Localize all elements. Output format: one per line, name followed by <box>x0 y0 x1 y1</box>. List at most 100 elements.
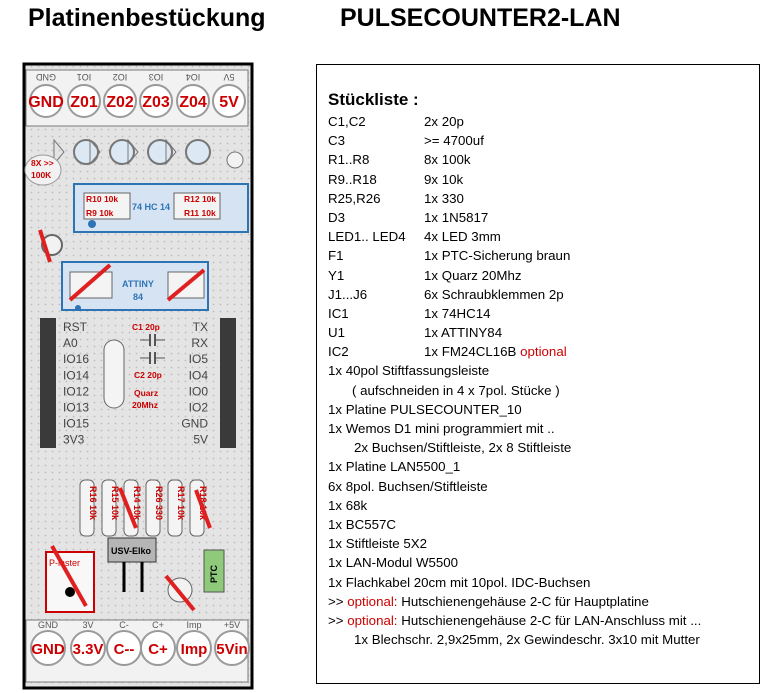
bottom-terminal-label: GND <box>31 641 65 658</box>
wemos-right-pin: IO5 <box>189 352 209 366</box>
parts-list-line: ( aufschneiden in 4 x 7pol. Stücke ) <box>328 381 758 400</box>
diagram-title-right: PULSECOUNTER2-LAN <box>340 4 621 32</box>
bottom-pin-label: 3V <box>82 620 93 630</box>
top-terminal-screw <box>139 84 173 118</box>
parts-list-row: C1,C2 2x 20p <box>328 112 758 131</box>
bottom-resistor-label: R14 10k <box>132 486 142 521</box>
part-reference: J1...J6 <box>328 286 368 302</box>
part-description: 9x 10k <box>424 170 463 189</box>
optional-prefix: >> <box>328 612 344 628</box>
parts-list-line: 1x Wemos D1 mini programmiert mit .. <box>328 419 758 438</box>
ic1-label: 74 HC 14 <box>132 202 170 212</box>
parts-list-line-text: ( aufschneiden in 4 x 7pol. Stücke ) <box>352 382 560 398</box>
optional-line-content: >> optional: Hutschienengehäuse 2-C für … <box>328 592 649 611</box>
resistor-network-note <box>24 154 62 186</box>
bottom-terminal-screw <box>70 630 106 666</box>
capacitor-c1 <box>140 334 165 346</box>
part-description: 1x PTC-Sicherung braun <box>424 246 570 265</box>
parts-list-row: C3 >= 4700uf <box>328 131 758 150</box>
parts-list-line-text: 1x LAN-Modul W5500 <box>328 555 459 571</box>
parts-list-row: D3 1x 1N5817 <box>328 208 758 227</box>
parts-list-line: 1x Platine PULSECOUNTER_10 <box>328 400 758 419</box>
top-terminal-screw <box>29 84 63 118</box>
parts-list-line-text: 6x 8pol. Buchsen/Stiftleiste <box>328 478 488 494</box>
part-description: 2x 20p <box>424 112 464 131</box>
wemos-right-header <box>220 318 236 448</box>
part-reference: U1 <box>328 325 345 341</box>
part-description-text: 1x 74HC14 <box>424 305 491 321</box>
bottom-resistor-label: R17 10k <box>176 486 186 521</box>
optional-marker: optional: <box>347 612 398 628</box>
top-pin-label: GND <box>36 72 57 82</box>
top-terminal-label: Z03 <box>142 94 170 111</box>
bottom-terminal-label: C+ <box>148 641 168 658</box>
part-reference: R9..R18 <box>328 171 377 187</box>
quartz-label-1: Quarz <box>134 388 158 398</box>
bottom-resistor-label: R15 10k <box>110 486 120 521</box>
led-symbol <box>53 138 65 166</box>
wemos-left-pin: IO13 <box>63 401 89 415</box>
bottom-terminal-screw <box>140 630 176 666</box>
wemos-right-pin: IO0 <box>189 384 209 398</box>
part-description: 1x 330 <box>424 189 464 208</box>
led-row <box>53 138 244 169</box>
wemos-left-pin: IO15 <box>63 417 89 431</box>
part-description: 1x 1N5817 <box>424 208 488 227</box>
top-pin-label: 5V <box>223 72 234 82</box>
c1-label: C1 20p <box>132 322 160 332</box>
optional-line: >> optional: Hutschienengehäuse 2-C für … <box>328 611 758 630</box>
bottom-resistor-body <box>167 479 183 537</box>
wemos-left-pin: 3V3 <box>63 433 85 447</box>
parts-list-line: 1x Platine LAN5500_1 <box>328 457 758 476</box>
bottom-terminal-screw <box>176 630 212 666</box>
ptc-fuse <box>203 549 225 593</box>
bottom-pin-label: GND <box>38 620 59 630</box>
led <box>73 139 99 165</box>
part-reference: F1 <box>328 248 344 264</box>
wemos-left-pin: RST <box>63 320 88 334</box>
part-description-text: 8x 100k <box>424 152 471 168</box>
top-terminal-label: Z02 <box>106 94 134 111</box>
bottom-pin-label: C- <box>119 620 129 630</box>
r11-label: R11 10k <box>184 208 216 218</box>
capacitor-c2 <box>140 352 165 364</box>
part-reference: D3 <box>328 209 345 225</box>
parts-list-line: 1x BC557C <box>328 515 758 534</box>
part-reference: C1,C2 <box>328 114 366 129</box>
parts-list-line: 1x 68k <box>328 496 758 515</box>
bottom-resistor-label: R16 10k <box>88 486 98 521</box>
piezo-label: P-laster <box>49 558 80 568</box>
bottom-resistor-body <box>101 479 117 537</box>
part-description: >= 4700uf <box>424 131 484 150</box>
top-pin-label: IO1 <box>77 72 92 82</box>
optional-line-text: Hutschienengehäuse 2-C für LAN-Anschluss… <box>401 612 702 628</box>
bottom-terminal-screw <box>214 630 250 666</box>
optional-line: >> optional: Hutschienengehäuse 2-C für … <box>328 592 758 611</box>
part-description: 8x 100k <box>424 150 471 169</box>
usv-elko <box>107 537 157 563</box>
top-terminal-label: 5V <box>219 94 239 111</box>
usv-label: USV-Elko <box>111 546 152 556</box>
part-description-text: 1x Quarz 20Mhz <box>424 267 522 283</box>
part-reference: C3 <box>328 133 345 149</box>
wemos-right-pin: IO2 <box>189 401 209 415</box>
bottom-terminal-label: C-- <box>114 641 135 658</box>
wemos-right-pin: RX <box>191 336 208 350</box>
part-description-text: 2x 20p <box>424 114 464 129</box>
part-description: 1x 74HC14 <box>424 304 491 323</box>
bottom-resistor-body <box>79 479 95 537</box>
part-description-text: 9x 10k <box>424 171 464 187</box>
optional-prefix: >> <box>328 593 344 609</box>
ic2-attiny84: ATTINY 84 <box>61 261 209 311</box>
top-terminal-label: Z04 <box>179 94 207 111</box>
part-reference: R1..R8 <box>328 152 370 168</box>
c2-label: C2 20p <box>134 370 162 380</box>
parts-list-line: 1x LAN-Modul W5500 <box>328 553 758 572</box>
